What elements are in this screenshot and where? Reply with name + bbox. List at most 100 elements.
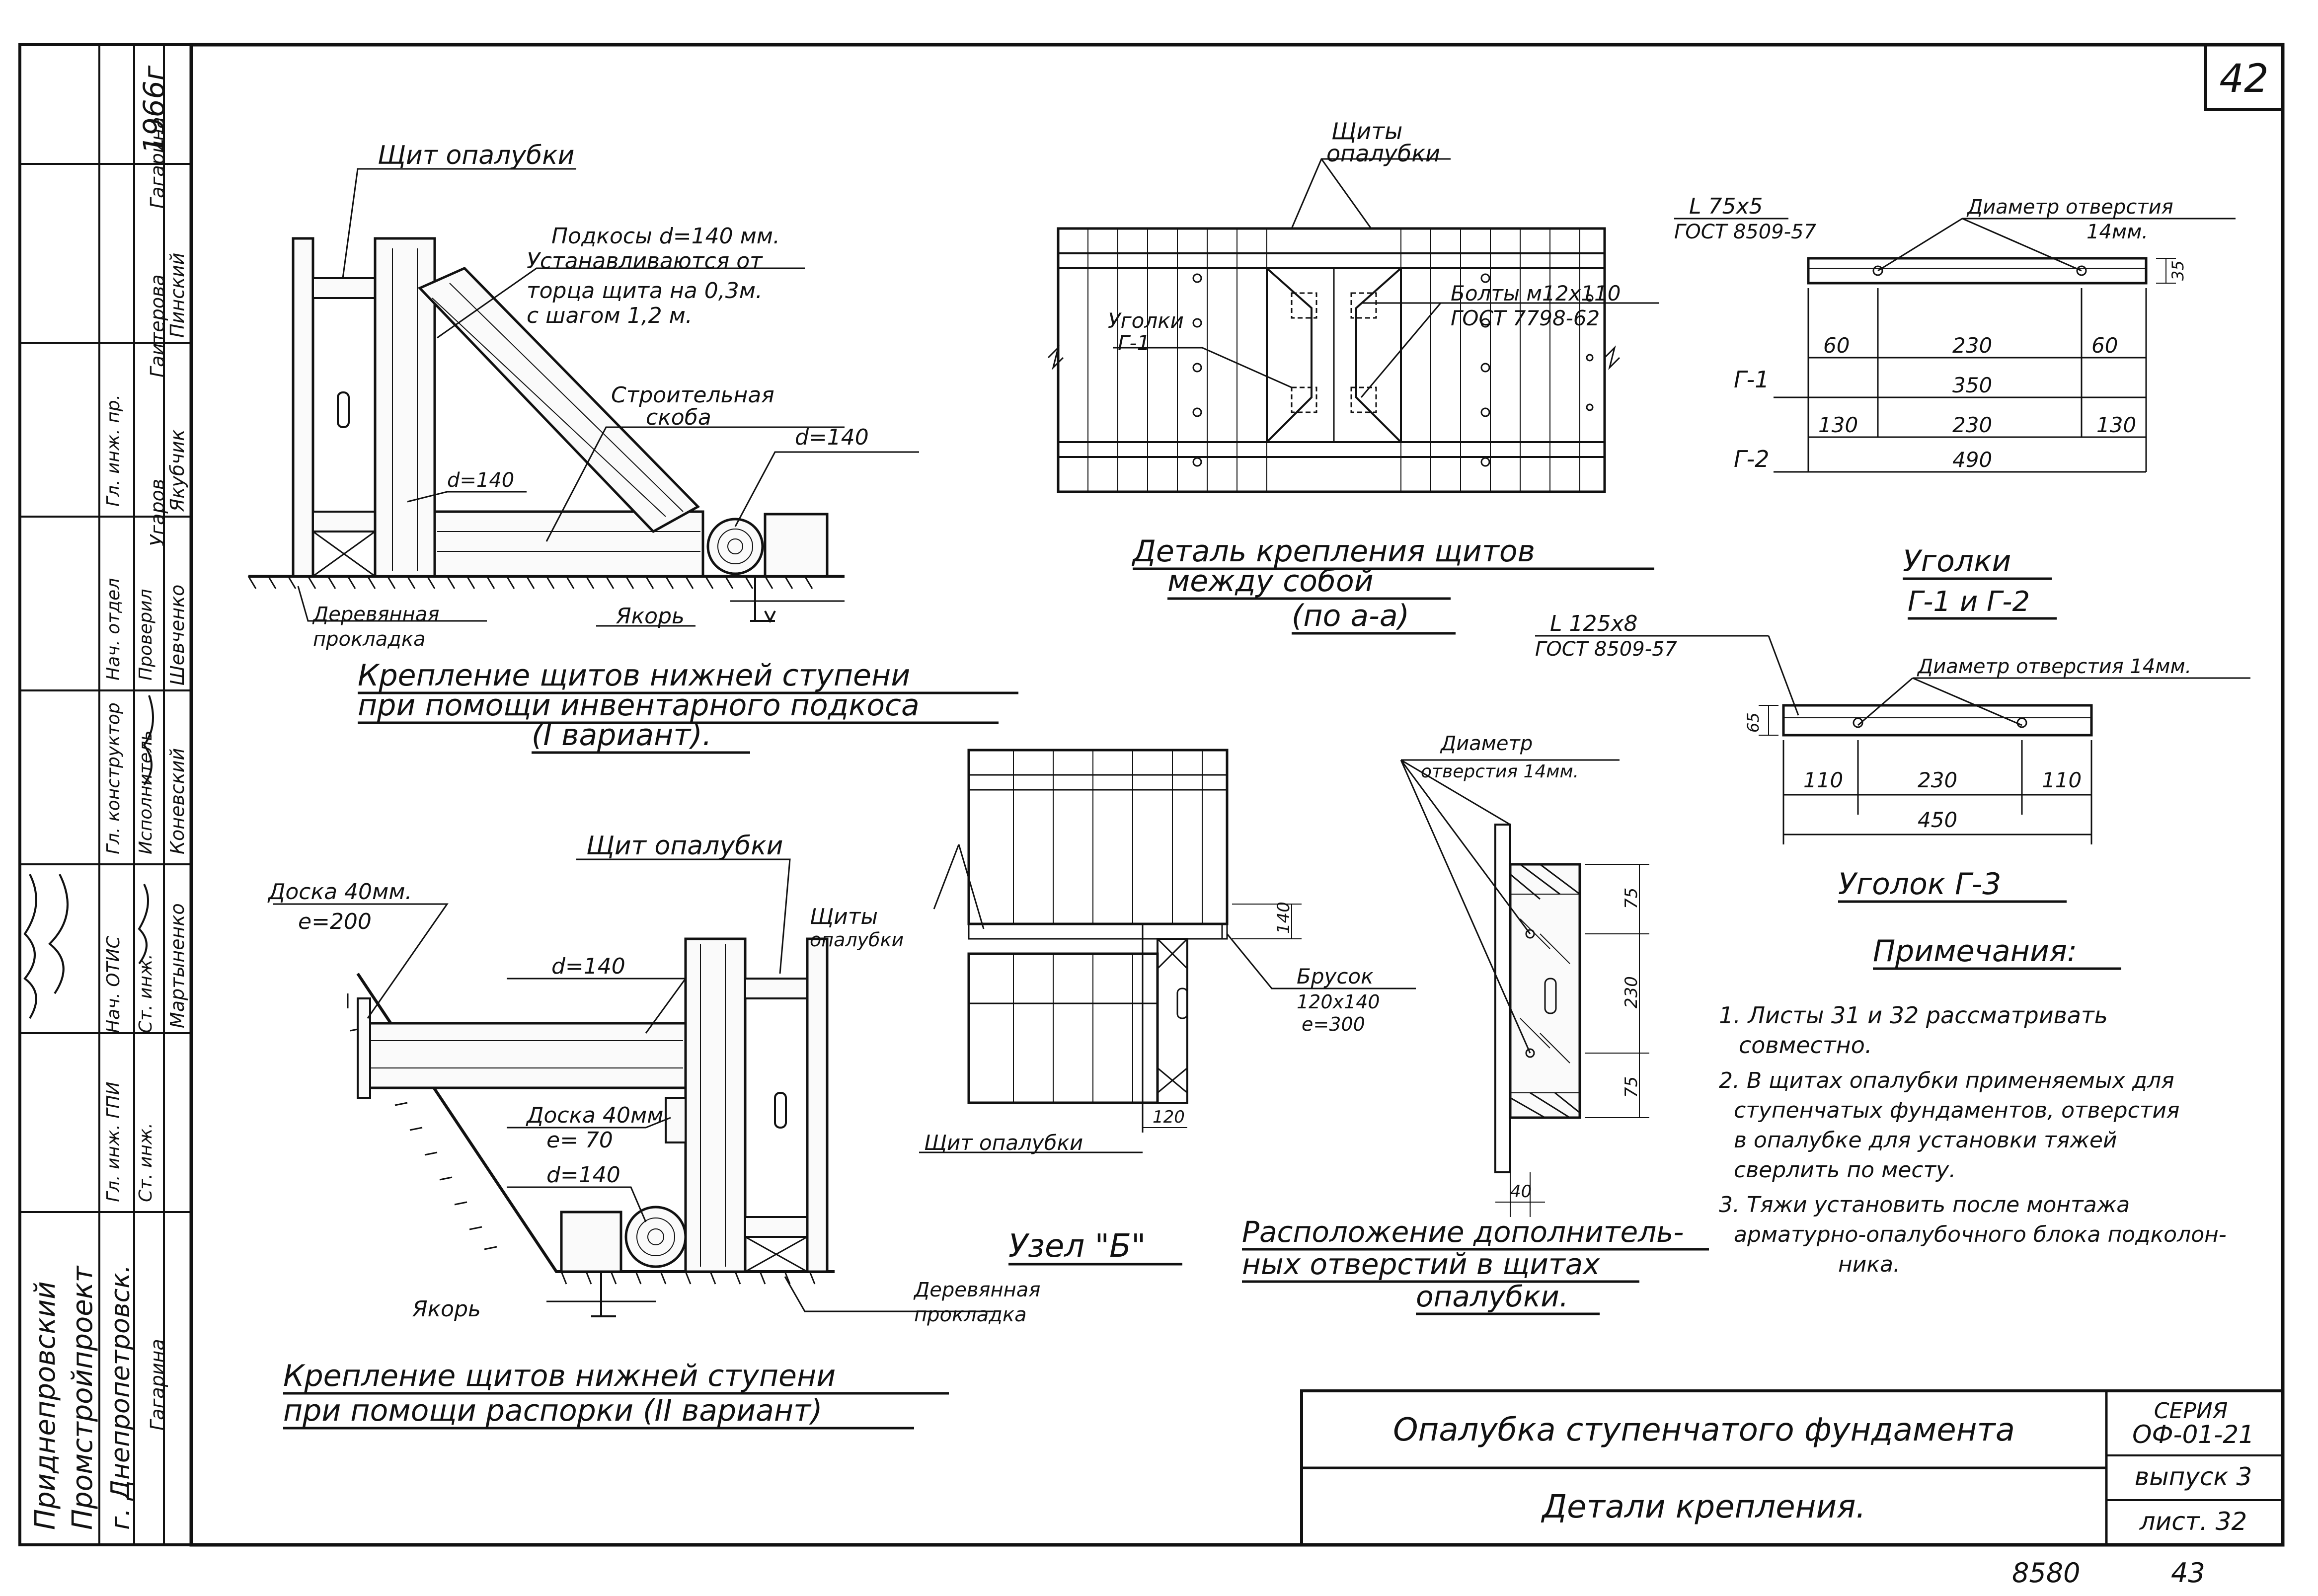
- angle-gost1: ГОСТ 8509-57: [1674, 221, 1817, 243]
- label-anchor-2: Якорь: [412, 1296, 481, 1322]
- caption-detail3-line2: между собой: [1167, 564, 1374, 599]
- stamp-name: Пинский: [166, 253, 188, 338]
- label-shield-node: Щит опалубки: [924, 1131, 1083, 1155]
- issue-number: выпуск 3: [2135, 1462, 2252, 1491]
- dim-r3-a: 110: [1803, 768, 1843, 792]
- org-line3: г. Днепропетровск.: [106, 1265, 136, 1530]
- notes-title: Примечания:: [1873, 934, 2077, 969]
- dim-r3-total: 450: [1918, 808, 1957, 832]
- caption-detail1-line2: при помощи инвентарного подкоса: [358, 688, 920, 723]
- org-line2: Промстройпроект: [67, 1266, 99, 1530]
- label-board: Доска 40мм.: [267, 879, 412, 905]
- dim-r2-c: 130: [2096, 413, 2136, 437]
- label-shield: Щит опалубки: [378, 141, 574, 170]
- stamp-name: Гагарина: [147, 1339, 168, 1431]
- caption-angles-2: Г-1 и Г-2: [1908, 586, 2030, 618]
- stamp-role: Гл. инж. ГПИ: [103, 1082, 124, 1202]
- detail-extra-holes: 75 230 75 40 Диаметр отверстия 14мм. Рас…: [1242, 732, 1709, 1315]
- stamp-role: Проверил: [136, 589, 156, 681]
- caption-node-b: Узел "Б": [1008, 1228, 1146, 1265]
- detail-strut-variant2: Щит опалубки Доска 40мм. е=200 d=140 Дос…: [267, 831, 1040, 1430]
- label-brace: Подкосы d=140 мм.: [551, 224, 780, 249]
- stamp-name: Якубчик: [166, 430, 188, 512]
- caption-holes-1: Расположение дополнитель-: [1242, 1215, 1684, 1249]
- title-sub: Детали крепления.: [1541, 1489, 1866, 1525]
- label-d140-a: d=140: [447, 469, 514, 492]
- label-clamp: Строительная: [611, 382, 774, 408]
- footer-code: 8580: [2012, 1557, 2080, 1589]
- dim-140: 140: [1274, 902, 1294, 934]
- sheet-number: 42: [2219, 57, 2268, 101]
- caption-detail2-line1: Крепление щитов нижней ступени: [283, 1359, 836, 1393]
- series-code: ОФ-01-21: [2132, 1420, 2254, 1449]
- stamp-name: Гагарина: [147, 117, 168, 209]
- stamp-role: Гл. конструктор: [103, 702, 124, 854]
- title-main: Опалубка ступенчатого фундамента: [1393, 1412, 2015, 1448]
- dim-40: 40: [1510, 1182, 1532, 1202]
- dim-75-b: 75: [1622, 1076, 1641, 1098]
- label-brace-3: торца щита на 0,3м.: [527, 278, 763, 304]
- stamp-year: 1966г: [137, 65, 171, 154]
- stamp-role: Ст. инж.: [136, 1123, 156, 1202]
- label-anchor: Якорь: [616, 604, 685, 629]
- label-shields-node: Щиты: [810, 904, 878, 929]
- caption-detail1-line1: Крепление щитов нижней ступени: [358, 658, 910, 693]
- stamp-role: Исполнитель: [136, 730, 156, 854]
- sheet-number-box: [2204, 43, 2284, 111]
- label-d140-c: d=140: [551, 954, 625, 979]
- detail-node-b: 140 120 Щиты опалубки Брусок 120х140 е=3…: [810, 749, 1416, 1266]
- left-stamp-frame: [18, 43, 193, 1546]
- note-line: ступенчатых фундаментов, отверстия: [1734, 1098, 2180, 1123]
- list-number: лист. 32: [2139, 1507, 2247, 1536]
- stamp-name: Коневский: [166, 748, 188, 854]
- note-line: совместно.: [1739, 1032, 1872, 1059]
- signature: [138, 695, 154, 965]
- label-board-e: е=200: [298, 909, 372, 934]
- caption-angles-1: Уголки: [1903, 544, 2011, 579]
- label-brace-2: Устанавливаются от: [527, 248, 763, 274]
- label-bar-2: 120х140: [1297, 991, 1380, 1013]
- label-pad-2: прокладка: [313, 628, 426, 651]
- label-pad: Деревянная: [312, 603, 439, 626]
- note-line: сверлить по месту.: [1734, 1157, 1956, 1183]
- dim-r1-total: 350: [1952, 373, 1992, 397]
- angle-hole2: Диаметр отверстия 14мм.: [1917, 655, 2191, 678]
- stamp-name: Шевченко: [166, 585, 188, 685]
- notes-block: Примечания: 1. Листы 31 и 32 рассматрива…: [1719, 934, 2227, 1277]
- angle-gost2: ГОСТ 8509-57: [1535, 638, 1678, 661]
- label-corners: Уголки: [1108, 308, 1184, 333]
- note-line: ника.: [1838, 1252, 1900, 1277]
- series-label: СЕРИЯ: [2154, 1398, 2228, 1424]
- stamp-role: Нач. ОТИС: [103, 935, 124, 1033]
- dim-r2-a: 130: [1818, 413, 1858, 437]
- caption-detail2-line2: при помощи распорки (II вариант): [283, 1393, 822, 1428]
- stamp-role: Нач. отдел: [103, 578, 124, 681]
- signature: [23, 874, 69, 1019]
- label-pad-4: прокладка: [914, 1303, 1027, 1326]
- label-bolts: Болты м12х110: [1451, 281, 1621, 305]
- label-g2: Г-2: [1734, 446, 1770, 472]
- dim-120: 120: [1153, 1107, 1185, 1127]
- angle-details: L 75х5 ГОСТ 8509-57 Диаметр отверстия 14…: [1535, 194, 2250, 903]
- org-line1: Приднепровский: [29, 1281, 62, 1530]
- dim-h1: 35: [2168, 260, 2187, 281]
- note-line: 2. В щитах опалубки применяемых для: [1719, 1068, 2174, 1093]
- angle-hole1: Диаметр отверстия: [1966, 196, 2173, 219]
- label-clamp-2: скоба: [646, 405, 711, 430]
- label-g1: Г-1: [1734, 366, 1770, 393]
- angle-hole1b: 14мм.: [2086, 221, 2148, 243]
- note-line: в опалубке для установки тяжей: [1734, 1128, 2117, 1153]
- label-hole-diam-2: отверстия 14мм.: [1421, 761, 1579, 782]
- note-line: 3. Тяжи установить после монтажа: [1719, 1192, 2130, 1217]
- label-pad-3: Деревянная: [913, 1279, 1040, 1301]
- detail-brace-variant1: Щит опалубки Подкосы d=140 мм. Устанавли…: [247, 141, 1018, 754]
- caption-detail1-line3: (I вариант).: [532, 718, 712, 753]
- label-bolts-2: ГОСТ 7798-62: [1451, 306, 1600, 330]
- dim-h2: 65: [1744, 712, 1763, 733]
- footer-page: 43: [2171, 1557, 2205, 1589]
- stamp-name: Мартыненко: [166, 903, 188, 1028]
- dim-r3-c: 110: [2042, 768, 2082, 792]
- label-bar: Брусок: [1297, 964, 1374, 988]
- label-board-2-e: е= 70: [546, 1128, 613, 1153]
